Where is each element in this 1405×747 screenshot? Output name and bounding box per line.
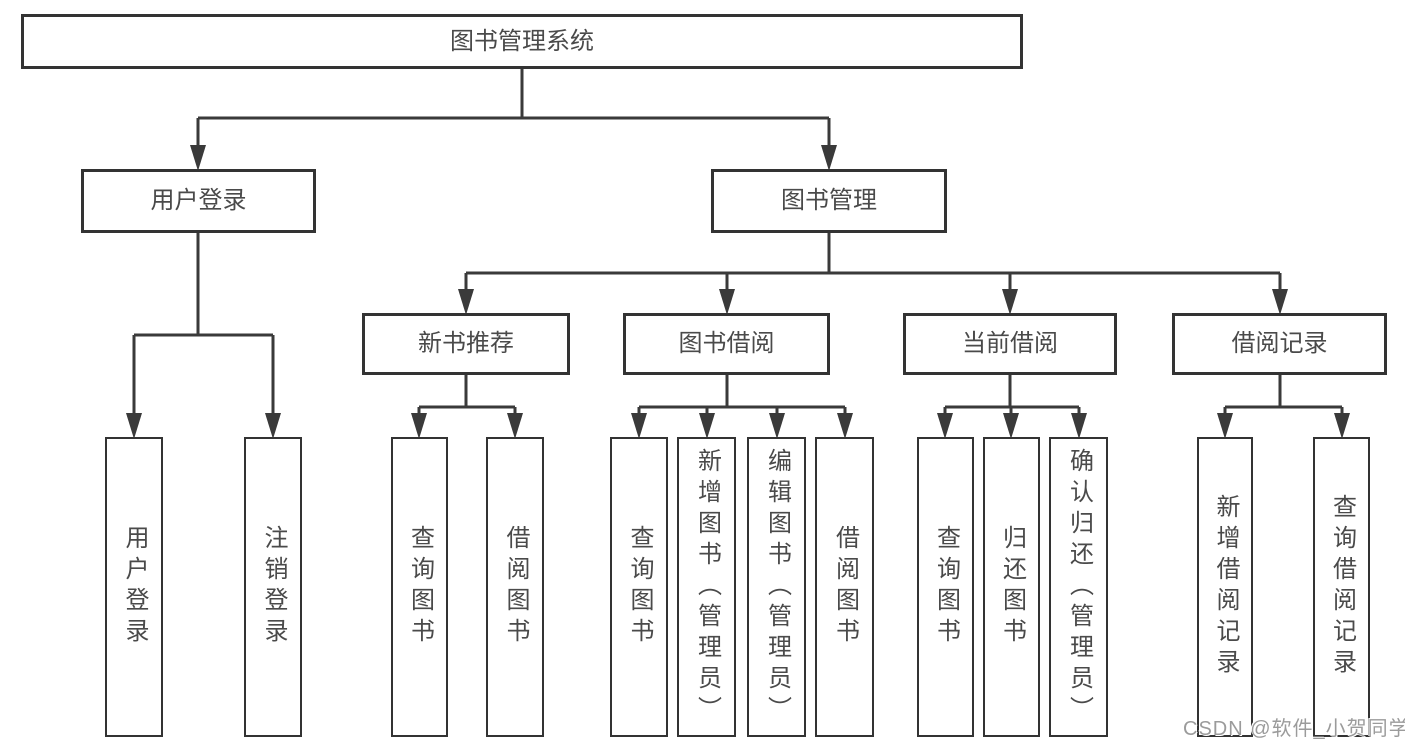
node-user-login-group: 用户登录 (81, 169, 316, 233)
node-book-borrow: 图书借阅 (623, 313, 830, 375)
leaf-user-login-label: 用户登录 (121, 525, 148, 649)
leaf-user-login: 用户登录 (105, 437, 163, 737)
leaf-query-book-3-label: 查询图书 (932, 525, 960, 649)
leaf-confirm-return-admin: 确认归还（管理员） (1049, 437, 1108, 737)
watermark-text: CSDN @软件_小贺同学 (1183, 718, 1405, 740)
node-book-management: 图书管理 (711, 169, 947, 233)
node-current-borrow: 当前借阅 (903, 313, 1117, 375)
leaf-borrow-book-2: 借阅图书 (815, 437, 874, 737)
leaf-add-book-admin: 新增图书（管理员） (677, 437, 736, 737)
node-borrow-record: 借阅记录 (1172, 313, 1387, 375)
leaf-add-book-admin-label: 新增图书（管理员） (693, 447, 721, 727)
leaf-query-book-2-label: 查询图书 (626, 525, 653, 649)
leaf-query-borrow-record: 查询借阅记录 (1313, 437, 1370, 737)
leaf-query-book-2: 查询图书 (610, 437, 668, 737)
leaf-logout-label: 注销登录 (260, 525, 287, 649)
leaf-add-borrow-record: 新增借阅记录 (1197, 437, 1253, 737)
leaf-query-borrow-record-label: 查询借阅记录 (1328, 494, 1356, 680)
leaf-borrow-book-1: 借阅图书 (486, 437, 544, 737)
node-new-book-recommend: 新书推荐 (362, 313, 570, 375)
node-root: 图书管理系统 (21, 14, 1023, 69)
leaf-borrow-book-1-label: 借阅图书 (502, 525, 529, 649)
leaf-query-book-1: 查询图书 (391, 437, 448, 737)
leaf-edit-book-admin: 编辑图书（管理员） (747, 437, 806, 737)
leaf-query-book-3: 查询图书 (917, 437, 974, 737)
leaf-return-book: 归还图书 (983, 437, 1040, 737)
leaf-add-borrow-record-label: 新增借阅记录 (1212, 494, 1239, 680)
leaf-confirm-return-admin-label: 确认归还（管理员） (1065, 447, 1093, 727)
leaf-logout: 注销登录 (244, 437, 302, 737)
leaf-edit-book-admin-label: 编辑图书（管理员） (763, 447, 791, 727)
leaf-return-book-label: 归还图书 (998, 525, 1026, 649)
leaf-borrow-book-2-label: 借阅图书 (831, 525, 859, 649)
leaf-query-book-1-label: 查询图书 (406, 525, 434, 649)
arrowheads (126, 145, 1350, 439)
